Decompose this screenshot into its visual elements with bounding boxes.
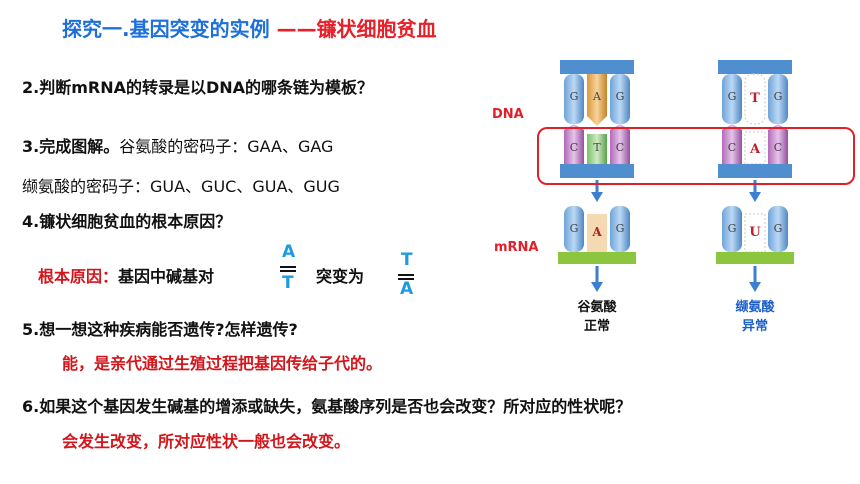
- question-5: 5.想一想这种疾病能否遗传?怎样遗传?: [22, 320, 298, 339]
- right-top-base-1: G: [728, 90, 737, 103]
- right-arrowhead-1: [749, 192, 761, 202]
- highlight-box: [537, 127, 855, 185]
- left-mrna-base-2: A: [591, 225, 602, 239]
- question-3: 3.完成图解。谷氨酸的密码子：GAA、GAG: [22, 133, 333, 157]
- question-6: 6.如果这个基因发生碱基的增添或缺失，氨基酸序列是否也会改变？所对应的性状呢？: [22, 397, 632, 416]
- glu-codons: 谷氨酸的密码子：GAA、GAG: [119, 137, 334, 156]
- right-mid-base-2: A: [749, 142, 761, 157]
- left-status: 正常: [583, 319, 610, 334]
- right-mrna-base-1: G: [728, 222, 737, 235]
- root-cause-text: 基因中碱基对: [118, 267, 215, 286]
- right-status: 异常: [741, 319, 768, 334]
- left-mid-base-3: C: [616, 141, 624, 154]
- mrna-label: mRNA: [494, 240, 539, 255]
- pair2-bottom: A: [400, 279, 414, 299]
- left-dna-coding: [560, 124, 634, 178]
- val-codons: 缬氨酸的密码子：GUA、GUC、GUA、GUG: [22, 177, 340, 196]
- left-mid-base-2: T: [593, 141, 601, 154]
- left-top-base-2: A: [592, 90, 602, 103]
- right-dna-coding: [718, 124, 792, 178]
- left-mrna-base-3: G: [616, 222, 625, 235]
- pair2-bond-2: [398, 278, 414, 280]
- left-top-base-1: G: [570, 90, 579, 103]
- page-title: 探究一.基因突变的实例 ——镰状细胞贫血: [62, 13, 437, 42]
- right-mrna: [716, 206, 794, 264]
- question-2: 2.判断mRNA的转录是以DNA的哪条链为模板？: [22, 78, 374, 97]
- right-amino-acid: 缬氨酸: [735, 300, 775, 315]
- pair1-bottom: T: [282, 273, 294, 293]
- pair2-bond: [398, 274, 414, 276]
- question-4: 4.镰状细胞贫血的根本原因？: [22, 212, 232, 231]
- right-mrna-base-2: U: [749, 225, 761, 240]
- right-mid-base-3: C: [774, 141, 782, 154]
- transcription-diagram: G A G C T C G A G G T G C A C: [558, 60, 794, 292]
- right-arrowhead-2: [749, 282, 761, 292]
- left-mrna-base-1: G: [570, 222, 579, 235]
- pair2-top: T: [401, 250, 413, 270]
- title-dash: ——: [276, 17, 317, 41]
- title-main: 探究一.基因突变的实例: [62, 17, 277, 41]
- title-topic: 镰状细胞贫血: [316, 17, 437, 41]
- left-mid-base-1: C: [570, 141, 578, 154]
- left-amino-acid: 谷氨酸: [577, 300, 617, 315]
- right-dna-template: [718, 60, 792, 125]
- dna-label: DNA: [492, 107, 524, 122]
- question-3-lead: 3.完成图解。: [22, 137, 120, 156]
- pair1-bond: [280, 266, 296, 268]
- right-top-base-3: G: [774, 90, 783, 103]
- mutate-to-text: 突变为: [316, 267, 365, 286]
- right-top-base-2: T: [750, 91, 760, 106]
- pair1-top: A: [282, 242, 296, 262]
- right-mrna-base-3: G: [774, 222, 783, 235]
- right-mid-base-1: C: [728, 141, 736, 154]
- left-amino-acid-caption: 谷氨酸 正常: [567, 296, 627, 334]
- pair1-bond-2: [280, 270, 296, 272]
- left-arrowhead-2: [591, 282, 603, 292]
- left-mrna: [558, 206, 636, 264]
- root-cause-line: 根本原因：基因中碱基对: [38, 263, 214, 287]
- answer-5: 能，是亲代通过生殖过程把基因传给子代的。: [62, 354, 383, 373]
- left-arrowhead-1: [591, 192, 603, 202]
- left-top-base-3: G: [616, 90, 625, 103]
- root-cause-label: 根本原因：: [38, 267, 119, 286]
- answer-6: 会发生改变，所对应性状一般也会改变。: [62, 432, 351, 451]
- right-amino-acid-caption: 缬氨酸 异常: [725, 296, 785, 334]
- left-dna-template: [560, 60, 634, 126]
